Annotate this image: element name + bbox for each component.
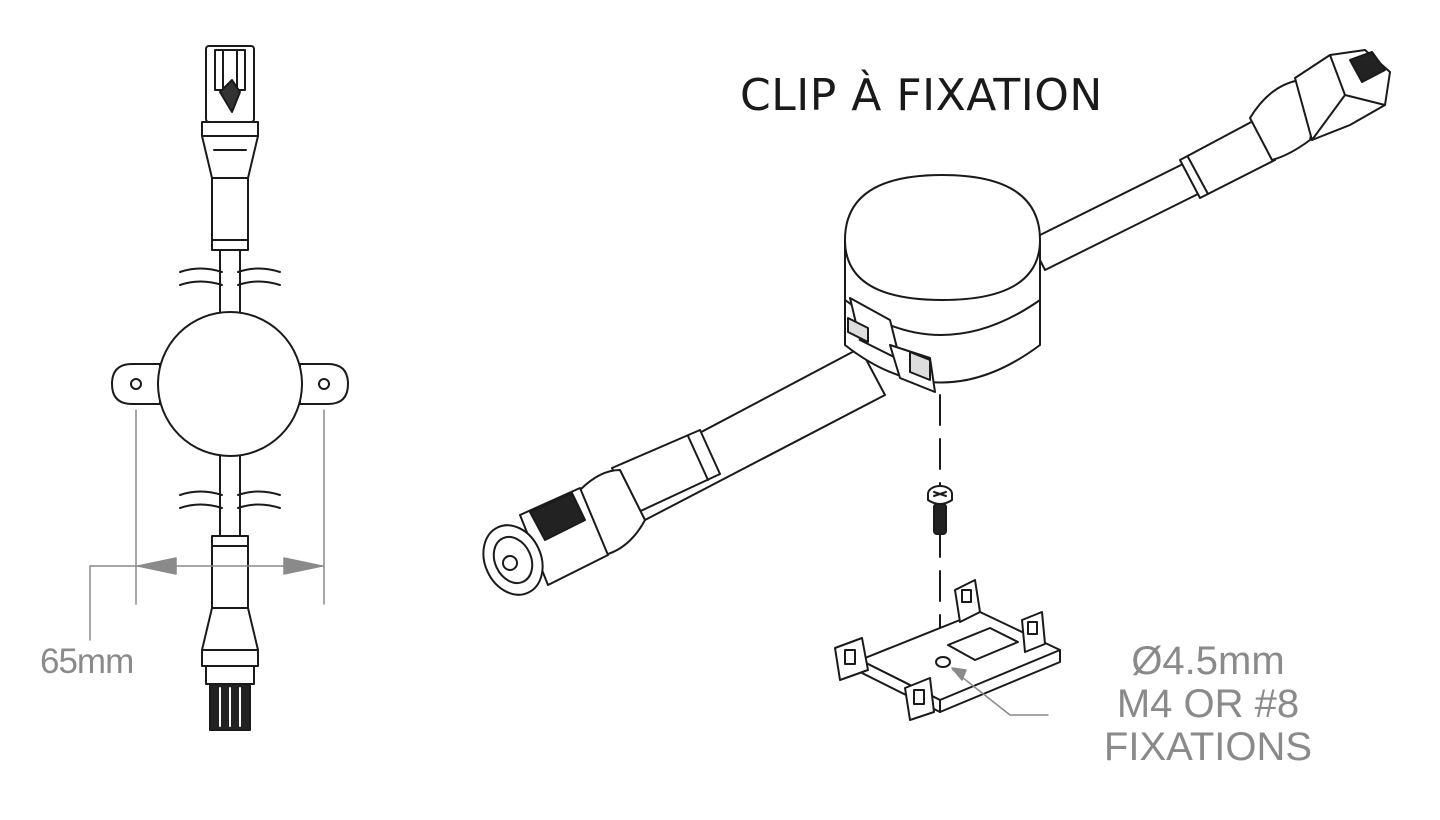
mounting-flange	[111, 363, 349, 405]
hole-leader	[951, 667, 1049, 716]
cable-break-upper	[179, 267, 281, 286]
top-view	[89, 45, 349, 731]
screw-size-label: M4 OR #8	[1116, 682, 1300, 726]
drawing-title: CLIP À FIXATION	[740, 70, 1103, 121]
width-dimension	[89, 409, 325, 641]
isometric-view	[482, 49, 1391, 721]
screw	[927, 485, 953, 535]
top-connector	[201, 45, 259, 179]
mounting-clip	[834, 579, 1061, 721]
dome-body	[844, 174, 1041, 393]
hole-diameter-label: Ø4.5mm	[1131, 639, 1285, 683]
lower-cable	[211, 535, 249, 609]
mounting-hole-left	[130, 378, 142, 390]
fixations-label: FIXATIONS	[1103, 725, 1313, 769]
bottom-connector	[201, 607, 259, 731]
clip-screw-hole	[935, 656, 951, 668]
width-dimension-label: 65mm	[40, 642, 134, 681]
dome-top-circle	[157, 311, 303, 457]
mounting-hole-note: Ø4.5mm M4 OR #8 FIXATIONS	[1078, 640, 1338, 769]
back-cable	[1029, 49, 1391, 271]
upper-cable	[211, 177, 249, 251]
front-cable	[482, 347, 886, 596]
cable-break-lower	[179, 490, 281, 509]
mounting-hole-right	[318, 378, 330, 390]
